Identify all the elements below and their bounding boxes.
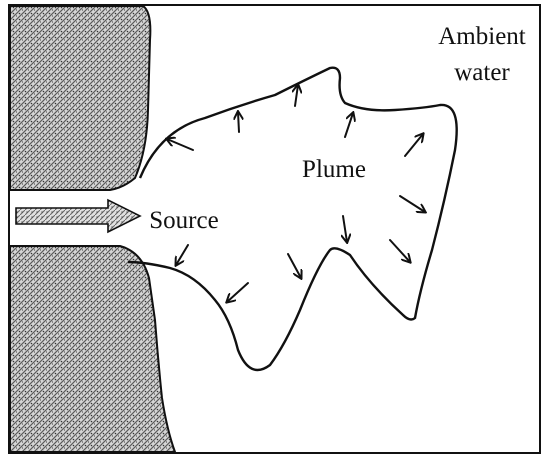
upper-shore — [10, 6, 150, 190]
source-label: Source — [149, 207, 218, 234]
ambient-water-label-line2: water — [454, 59, 510, 86]
ambient-water-label-line1: Ambient — [438, 23, 526, 50]
plume-label: Plume — [302, 156, 366, 183]
arrow-2 — [238, 112, 239, 132]
